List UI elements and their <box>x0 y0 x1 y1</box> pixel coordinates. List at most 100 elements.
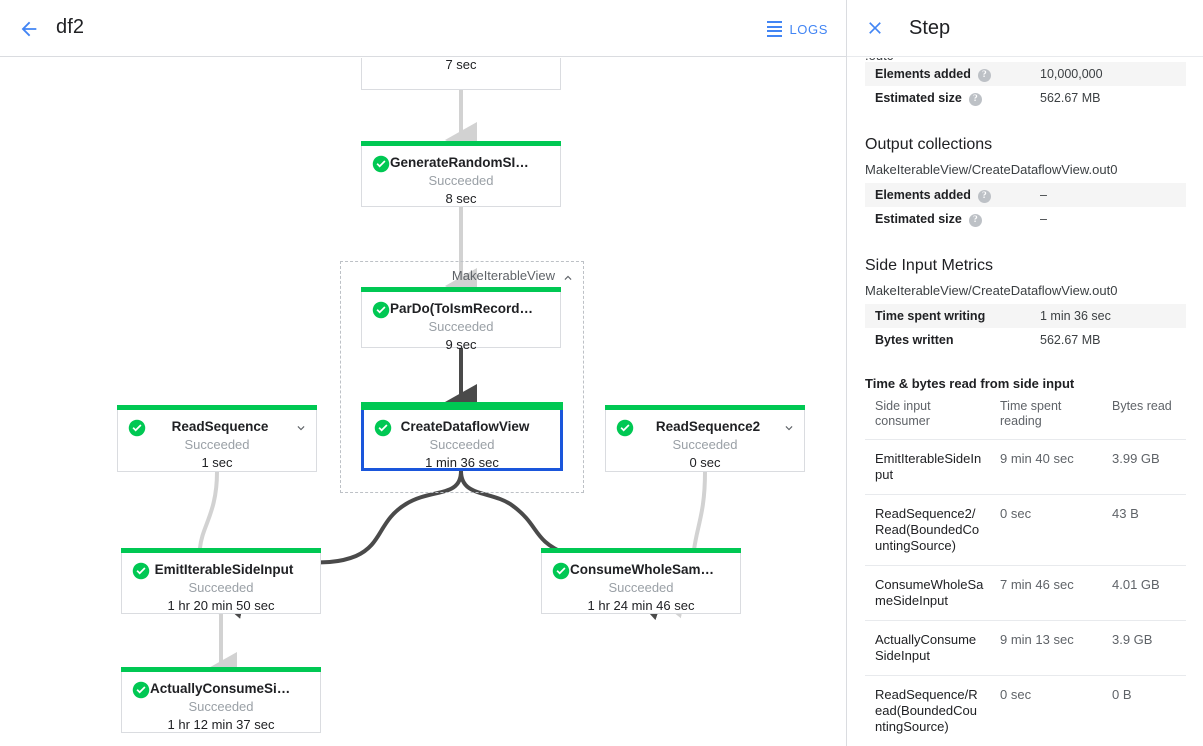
success-check-icon <box>128 419 146 437</box>
node-name: ConsumeWholeSameSi… <box>570 562 735 577</box>
chevron-down-icon[interactable] <box>294 421 308 435</box>
node-status: Succeeded <box>184 437 250 452</box>
graph-node-emititerablesideinput[interactable]: EmitIterableSideInput Succeeded 1 hr 20 … <box>121 548 321 614</box>
graph-node-pardo-toismrecordfor[interactable]: ParDo(ToIsmRecordFor… Succeeded 9 sec <box>361 287 561 352</box>
success-check-icon <box>132 681 150 699</box>
node-status: Succeeded <box>188 699 254 714</box>
side-input-read-table: Side input consumer Time spent reading B… <box>865 395 1186 746</box>
step-panel-header: Step <box>847 0 1203 57</box>
input-collection-metrics-table: Elements added? 10,000,000 Estimated siz… <box>865 62 1186 110</box>
logs-button[interactable]: LOGS <box>761 15 834 43</box>
metric-value: 562.67 MB <box>1040 333 1101 347</box>
table-row: ReadSequence2/Read(BoundedCountingSource… <box>865 494 1186 566</box>
cell-consumer: ReadSequence/Read(BoundedCountingSource) <box>865 675 990 746</box>
cell-time: 9 min 40 sec <box>990 439 1102 495</box>
cell-consumer: ConsumeWholeSameSideInput <box>865 565 990 621</box>
side-input-write-metrics-table: Time spent writing 1 min 36 sec Bytes wr… <box>865 304 1186 352</box>
table-row: Bytes written 562.67 MB <box>865 328 1186 352</box>
graph-node-readsequence[interactable]: ReadSequence Succeeded 1 sec <box>117 405 317 472</box>
table-header-row: Side input consumer Time spent reading B… <box>865 395 1186 440</box>
side-input-read-table-title: Time & bytes read from side input <box>865 376 1075 391</box>
node-duration: 1 sec <box>201 455 233 470</box>
graph-node-actuallyconsumesideinput[interactable]: ActuallyConsumeSideI… Succeeded 1 hr 12 … <box>121 667 321 733</box>
metric-key-label: Elements added <box>875 66 971 81</box>
output-collections-title: Output collections <box>865 136 993 153</box>
metric-value: 1 min 36 sec <box>1040 309 1111 323</box>
node-status: Succeeded <box>429 437 495 452</box>
cell-consumer: EmitIterableSideInput <box>865 439 990 495</box>
graph-node-consumewholesamesideinput[interactable]: ConsumeWholeSameSi… Succeeded 1 hr 24 mi… <box>541 548 741 614</box>
cell-consumer: ReadSequence2/Read(BoundedCountingSource… <box>865 494 990 566</box>
help-icon[interactable]: ? <box>977 189 991 203</box>
metric-key: Time spent writing <box>875 309 986 323</box>
metric-value: – <box>1040 212 1047 226</box>
table-row: ConsumeWholeSameSideInput 7 min 46 sec 4… <box>865 565 1186 621</box>
metric-value: 10,000,000 <box>1040 67 1103 81</box>
cell-bytes: 3.99 GB <box>1102 439 1186 495</box>
help-icon[interactable]: ? <box>968 92 982 106</box>
column-header-bytes: Bytes read <box>1112 399 1172 413</box>
help-icon[interactable]: ? <box>968 213 982 227</box>
graph-node-clipped-top[interactable]: Succeeded 7 sec <box>361 58 561 90</box>
node-status: Succeeded <box>188 580 254 595</box>
node-status: Succeeded <box>428 173 494 188</box>
metric-value: 562.67 MB <box>1040 91 1101 105</box>
close-icon[interactable] <box>863 16 887 40</box>
cell-time: 0 sec <box>990 494 1102 566</box>
graph-node-generaterandomsidata[interactable]: GenerateRandomSIData Succeeded 8 sec <box>361 141 561 207</box>
node-duration: 1 hr 20 min 50 sec <box>167 598 275 613</box>
table-row: Estimated size? 562.67 MB <box>865 86 1186 110</box>
metric-key: Estimated size? <box>865 86 1040 110</box>
cell-time: 0 sec <box>990 675 1102 746</box>
cell-bytes: 43 B <box>1102 494 1186 566</box>
composite-transform-makeiterableview[interactable]: MakeIterableView <box>340 261 584 493</box>
metric-value: – <box>1040 188 1047 202</box>
success-check-icon <box>616 419 634 437</box>
node-duration: 1 hr 12 min 37 sec <box>167 717 275 732</box>
node-status: Succeeded <box>672 437 738 452</box>
cell-bytes: 0 B <box>1102 675 1186 746</box>
node-name: GenerateRandomSIData <box>390 155 545 170</box>
step-panel-title: Step <box>909 16 951 39</box>
cell-time: 7 min 46 sec <box>990 565 1102 621</box>
metric-key: Estimated size? <box>865 207 1040 231</box>
metric-key-label: Estimated size <box>875 211 962 226</box>
table-row: Time spent writing 1 min 36 sec <box>865 304 1186 328</box>
pipeline-graph-canvas[interactable]: MakeIterableView Succeeded 7 sec Generat… <box>0 58 846 746</box>
top-toolbar: df2 LOGS <box>0 0 846 57</box>
side-input-metrics-title: Side Input Metrics <box>865 257 994 274</box>
cell-time: 9 min 13 sec <box>990 620 1102 676</box>
arrow-back-icon[interactable] <box>14 14 44 44</box>
node-name: ActuallyConsumeSideI… <box>150 681 310 696</box>
success-check-icon <box>552 562 570 580</box>
node-duration: 0 sec <box>689 455 721 470</box>
clipped-collection-name: .out0 <box>865 58 1186 60</box>
output-collection-name: MakeIterableView/CreateDataflowView.out0 <box>865 162 1118 177</box>
column-header-consumer: Side input consumer <box>875 399 931 428</box>
node-duration: 1 min 36 sec <box>425 455 499 470</box>
job-graph-pane: df2 LOGS <box>0 0 846 746</box>
node-name: EmitIterableSideInput <box>154 562 294 577</box>
node-status-bar <box>361 287 561 292</box>
help-icon[interactable]: ? <box>977 68 991 82</box>
metric-key: Elements added? <box>865 183 1040 207</box>
cell-bytes: 3.9 GB <box>1102 620 1186 676</box>
step-panel-body[interactable]: .out0 Elements added? 10,000,000 Estimat… <box>847 58 1203 746</box>
table-row: Estimated size? – <box>865 207 1186 231</box>
chevron-down-icon[interactable] <box>782 421 796 435</box>
graph-node-createdataflowview[interactable]: CreateDataflowView Succeeded 1 min 36 se… <box>361 402 563 471</box>
graph-node-readsequence2[interactable]: ReadSequence2 Succeeded 0 sec <box>605 405 805 472</box>
node-status-bar <box>541 548 741 553</box>
step-details-panel: Step .out0 Elements added? 10,000,000 Es… <box>846 0 1203 746</box>
metric-key-label: Elements added <box>875 187 971 202</box>
node-status-bar <box>117 405 317 410</box>
table-row: ReadSequence/Read(BoundedCountingSource)… <box>865 675 1186 746</box>
logs-list-icon <box>767 21 783 37</box>
metric-key: Elements added? <box>865 62 1040 86</box>
column-header-time: Time spent reading <box>1000 399 1062 428</box>
node-duration: 7 sec <box>445 58 477 72</box>
success-check-icon <box>374 419 392 437</box>
composite-label: MakeIterableView <box>451 268 555 283</box>
chevron-up-icon[interactable] <box>561 271 575 285</box>
